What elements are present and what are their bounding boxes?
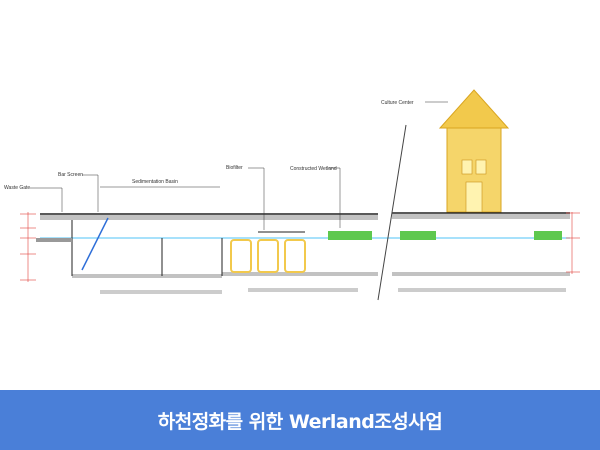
- caption-text: 하천정화를 위한 Werland조성사업: [157, 410, 443, 433]
- bar-screen: [81, 217, 109, 271]
- dimension-markers-right: [566, 212, 580, 274]
- biofilter-label: Biofilter: [226, 165, 243, 171]
- ground-hatch-foot-right: [398, 288, 566, 292]
- ground-hatch-foot-left: [100, 290, 222, 294]
- leader-lines: [30, 167, 341, 230]
- culture-center-building: [438, 89, 510, 213]
- bar-screen-label: Bar Screen: [58, 172, 83, 178]
- constructed-wetland-label: Constructed Wetland: [290, 166, 337, 172]
- ground-surface: [40, 212, 570, 215]
- ground-hatch-bottom-mid: [222, 272, 378, 276]
- wetland-cross-section-diagram: Culture Center Waste Gate Bar Scree: [4, 89, 580, 301]
- waste-gate-label: Waste Gate: [4, 185, 30, 191]
- break-line: [377, 124, 407, 301]
- waste-gate-outlet: [36, 238, 72, 242]
- dimension-markers-left: [20, 212, 36, 282]
- wetland-plants: [328, 231, 562, 240]
- ground-hatch-foot-mid: [248, 288, 358, 292]
- ground-hatch-bottom-right: [392, 272, 570, 276]
- basin-walls: [71, 220, 223, 276]
- culture-center-label: Culture Center: [381, 100, 414, 106]
- ground-hatch-upper-right: [392, 214, 570, 219]
- sedimentation-basin-label: Sedimentation Basin: [132, 179, 178, 185]
- caption-bar: 하천정화를 위한 Werland조성사업: [0, 390, 600, 450]
- ground-hatch-upper-left: [40, 215, 378, 220]
- biofilter-vessels: [230, 239, 306, 273]
- ground-hatch-bottom-left: [72, 274, 222, 278]
